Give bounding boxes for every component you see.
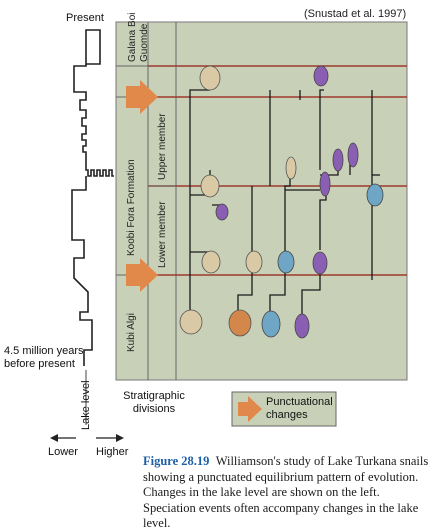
snail-beige	[200, 174, 220, 198]
caption-text: Williamson's study of Lake Turkana snail…	[143, 454, 429, 530]
unit-kubi-algi: Kubi Algi	[126, 313, 137, 352]
snail-spire	[285, 156, 297, 180]
strat-panel	[115, 21, 408, 381]
credit-text: (Snustad et al. 1997)	[304, 8, 407, 20]
lake-level-axis-label: Lake level	[80, 380, 92, 430]
present-label: Present	[66, 12, 104, 24]
figure-number: Figure 28.19	[143, 454, 210, 468]
punctuation-arrow	[126, 258, 158, 292]
lower-label: Lower	[48, 446, 78, 458]
snail-beige	[179, 309, 203, 335]
time-label: 4.5 million years before present	[4, 345, 84, 370]
punctuation-arrow	[126, 80, 158, 114]
snail-purple	[294, 313, 310, 339]
snail-purple	[312, 251, 328, 275]
unit-upper: Upper member	[157, 113, 168, 180]
snail-orange	[228, 309, 252, 337]
snail-beige	[245, 250, 263, 274]
snail-beige	[201, 250, 221, 274]
snails	[179, 65, 384, 339]
figure-caption: Figure 28.19 Williamson's study of Lake …	[143, 454, 429, 532]
lower-arrowhead	[50, 434, 58, 442]
lake-level-curve	[71, 29, 114, 366]
unit-boi: Guomde	[139, 23, 150, 62]
unit-koobi-fora: Koobi Fora Formation	[126, 159, 137, 256]
snail-spire	[347, 142, 359, 168]
unit-lower: Lower member	[157, 201, 168, 268]
strat-divisions-label: Stratigraphic divisions	[123, 390, 185, 415]
legend-label: Punctuational changes	[266, 396, 333, 421]
snail-purple	[215, 203, 229, 221]
snail-spire	[332, 148, 344, 172]
higher-arrowhead	[116, 434, 124, 442]
higher-label: Higher	[96, 446, 129, 458]
snail-blue	[366, 183, 384, 207]
snail-blue	[277, 250, 295, 274]
legend-arrow	[238, 396, 262, 422]
snail-beige	[199, 65, 221, 91]
snail-spire	[319, 171, 331, 197]
snail-purple	[313, 65, 329, 87]
unit-galana: Galana Boi	[127, 12, 138, 62]
snail-blue	[261, 310, 281, 338]
